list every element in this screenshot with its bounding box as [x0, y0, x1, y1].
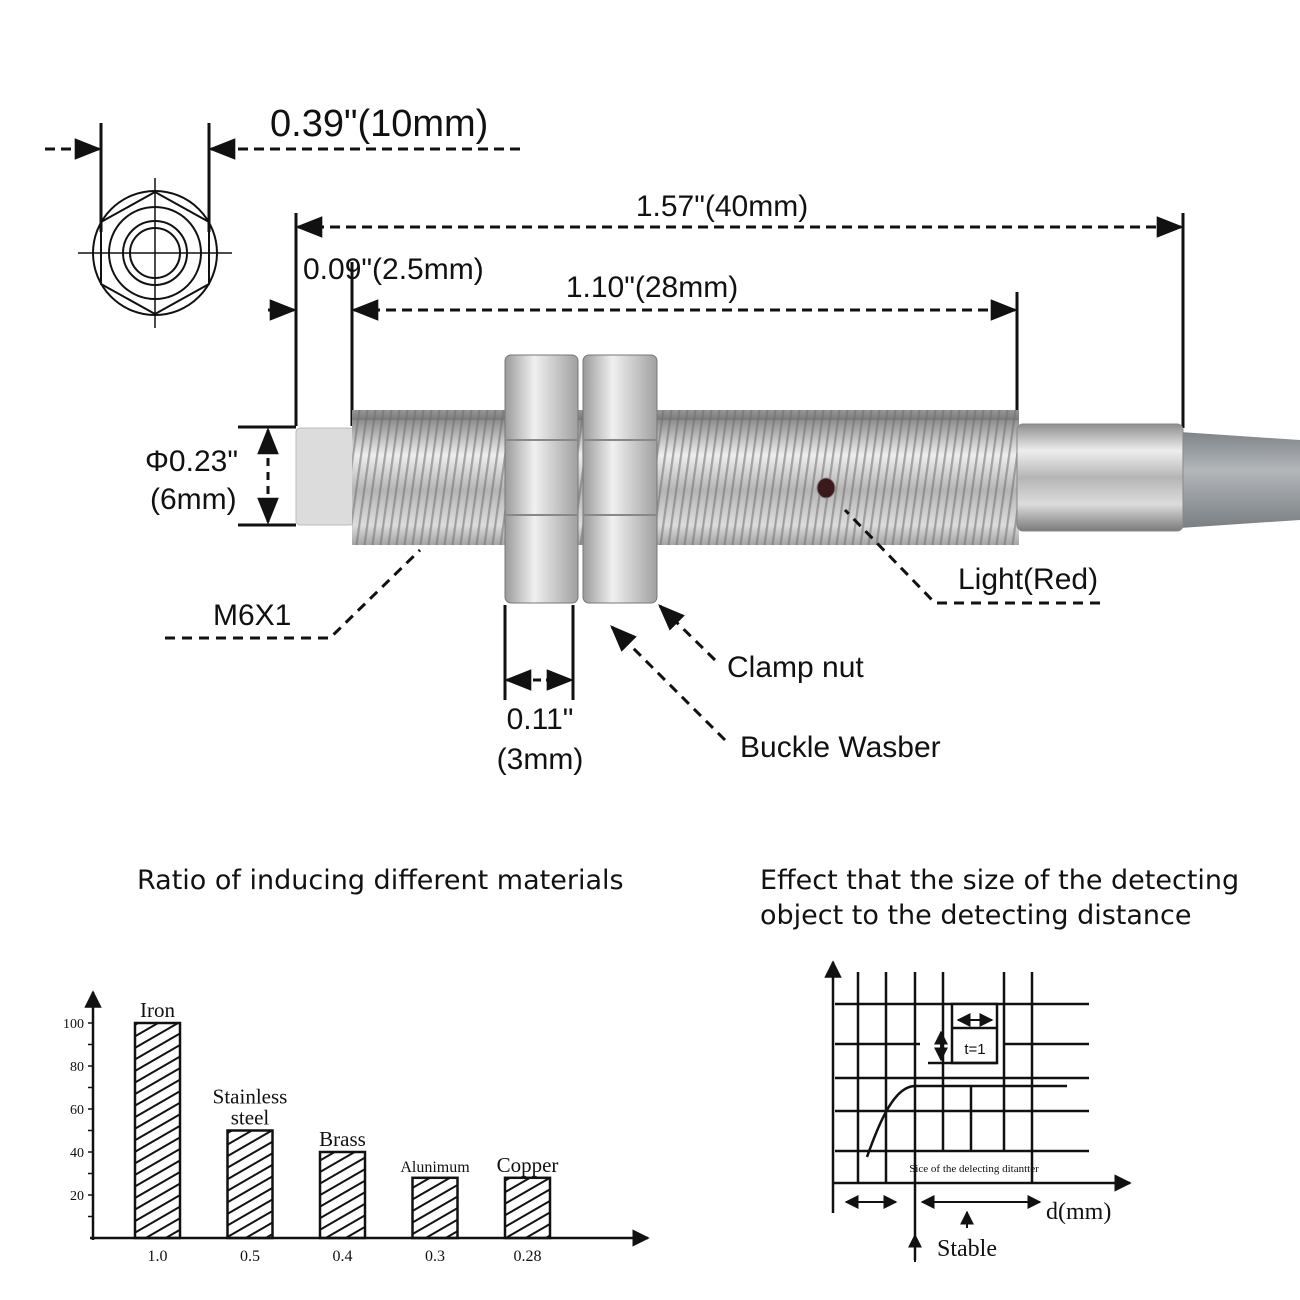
diameter-inch-label: Φ0.23" [145, 445, 238, 478]
stable-label: Stable [937, 1236, 997, 1262]
diameter-mm-label: (6mm) [150, 483, 237, 516]
nut-width-inch-label: 0.11" [507, 703, 574, 736]
end-view-icon [45, 123, 520, 328]
bar-chart-title: Ratio of inducing different materials [137, 865, 624, 896]
proximity-sensor-image [295, 354, 1300, 604]
grid-caption: Sice of the delecting ditantter [909, 1163, 1039, 1175]
x-tick-label: 0.5 [240, 1248, 260, 1265]
callout-lines [165, 508, 1100, 742]
indicator-light-icon [816, 477, 836, 499]
y-tick-label: 20 [70, 1189, 84, 1204]
x-tick-label: 0.4 [333, 1248, 353, 1265]
dimension-lines [238, 213, 1185, 527]
y-tick-label: 80 [70, 1060, 84, 1075]
hex-width-label: 0.39"(10mm) [270, 103, 488, 145]
clamp-nut-label: Clamp nut [727, 651, 864, 684]
light-label: Light(Red) [958, 563, 1098, 596]
bar-label: Iron [140, 998, 175, 1022]
tip-length-label: 0.09"(2.5mm) [303, 253, 484, 286]
x-tick-label: 1.0 [148, 1248, 168, 1265]
bar-label: Alunimum [400, 1159, 470, 1176]
x-tick-label: 0.28 [514, 1248, 542, 1265]
bar-alunimum [411, 1176, 459, 1240]
bar-iron [133, 1021, 182, 1240]
thickness-label: t=1 [964, 1041, 985, 1058]
x-axis-label: d(mm) [1046, 1199, 1111, 1225]
total-length-label: 1.57"(40mm) [636, 190, 808, 223]
bar-label: Stainless [213, 1085, 288, 1109]
bar-copper [503, 1176, 552, 1240]
bar-stainless-steel [226, 1129, 274, 1240]
detecting-distance-graph [824, 960, 1132, 1262]
y-tick-label: 60 [70, 1103, 84, 1118]
nut-width-mm-label: (3mm) [497, 743, 584, 776]
bar-label: steel [231, 1106, 270, 1130]
bar-brass [318, 1150, 367, 1240]
distance-chart-title-line2: object to the detecting distance [760, 900, 1192, 931]
y-tick-label: 40 [70, 1146, 84, 1161]
bar-label: Copper [497, 1153, 559, 1177]
x-tick-label: 0.3 [425, 1248, 445, 1265]
bar-label: Brass [319, 1127, 366, 1151]
distance-chart-title-line1: Effect that the size of the detecting [760, 865, 1239, 896]
y-tick-label: 100 [63, 1017, 84, 1032]
thread-length-label: 1.10"(28mm) [566, 271, 738, 304]
washer-label: Buckle Wasber [740, 731, 941, 764]
thread-spec-label: M6X1 [213, 599, 291, 632]
